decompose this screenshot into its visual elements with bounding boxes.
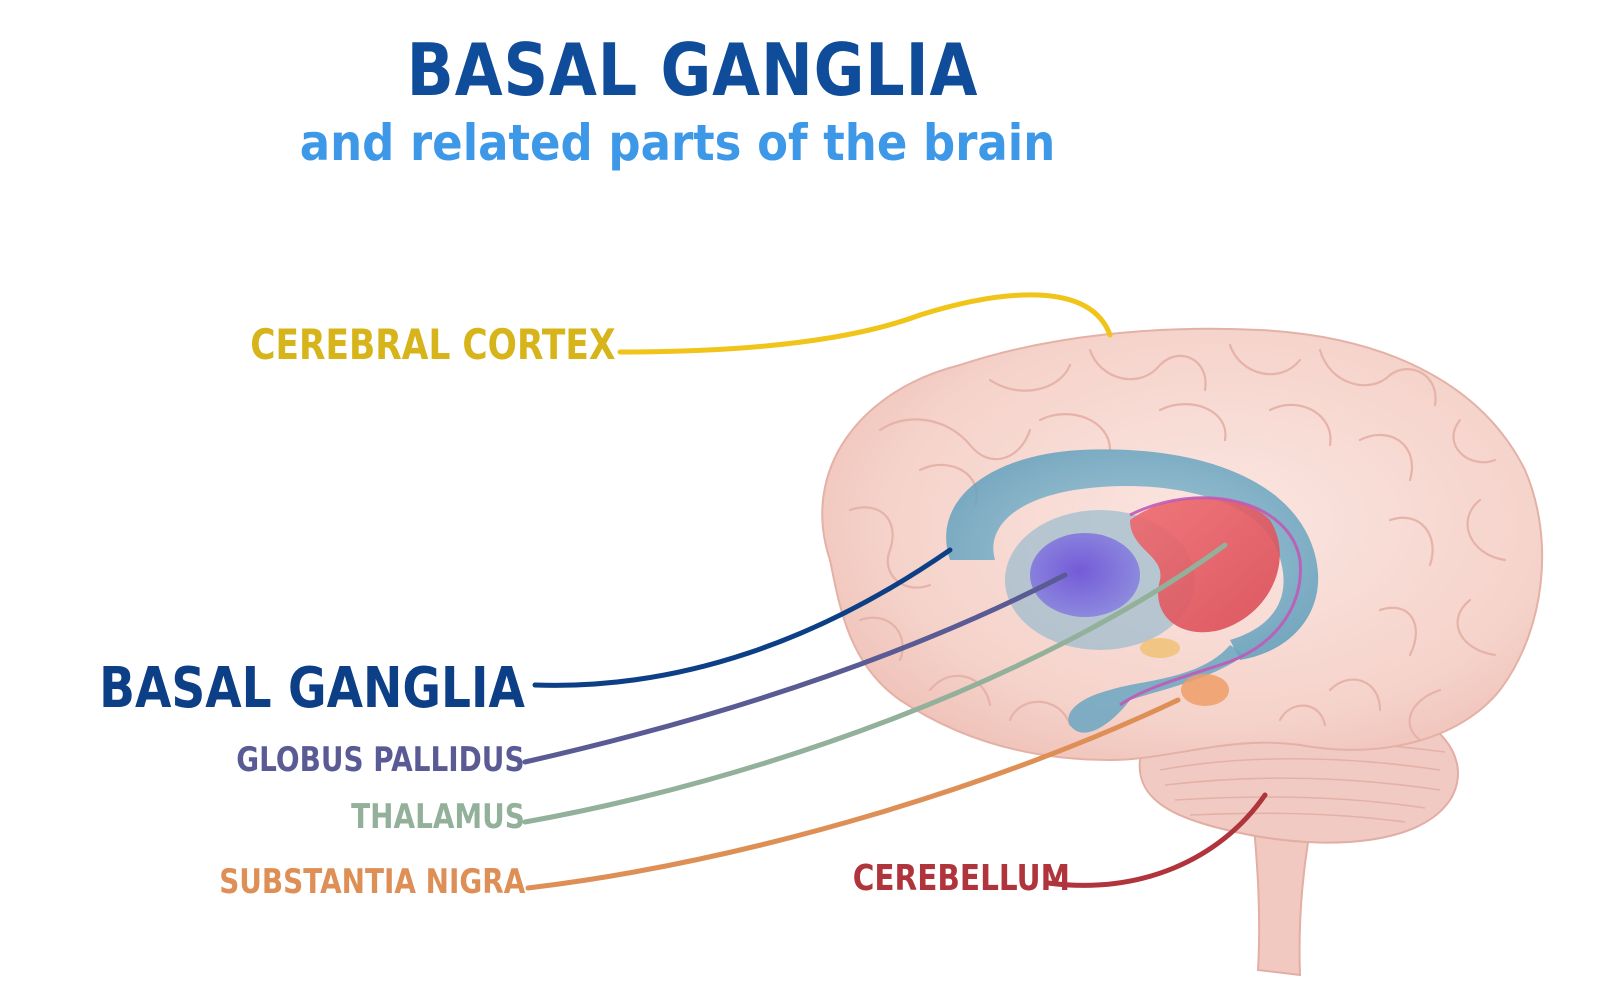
leader-globus-pallidus [522,572,1068,765]
diagram-subtitle: and related parts of the brain [299,114,1056,172]
label-thalamus: THALAMUS [351,797,525,837]
thalamus-shape [1130,497,1280,633]
fornix-line [1119,496,1302,707]
label-globus-pallidus: GLOBUS PALLIDUS [236,740,525,780]
label-basal-ganglia: BASAL GANGLIA [99,656,525,721]
diagram-title: BASAL GANGLIA [406,28,979,112]
leader-cerebellum [1045,792,1268,888]
leader-cerebral-cortex [617,292,1113,355]
label-cerebral-cortex: CEREBRAL CORTEX [249,320,615,369]
cortex-folds [848,343,1507,742]
substantia-nigra-shape [1181,674,1229,706]
leader-basal-ganglia [532,547,953,688]
label-substantia-nigra: SUBSTANTIA NIGRA [218,862,525,902]
globus-pallidus-shape [1030,533,1140,617]
subthalamic-structure [1140,638,1180,658]
leader-thalamus [522,542,1228,825]
label-cerebellum: CEREBELLUM [852,858,1070,899]
leader-substantia-nigra [525,697,1181,891]
caudate-tail [1068,645,1245,733]
